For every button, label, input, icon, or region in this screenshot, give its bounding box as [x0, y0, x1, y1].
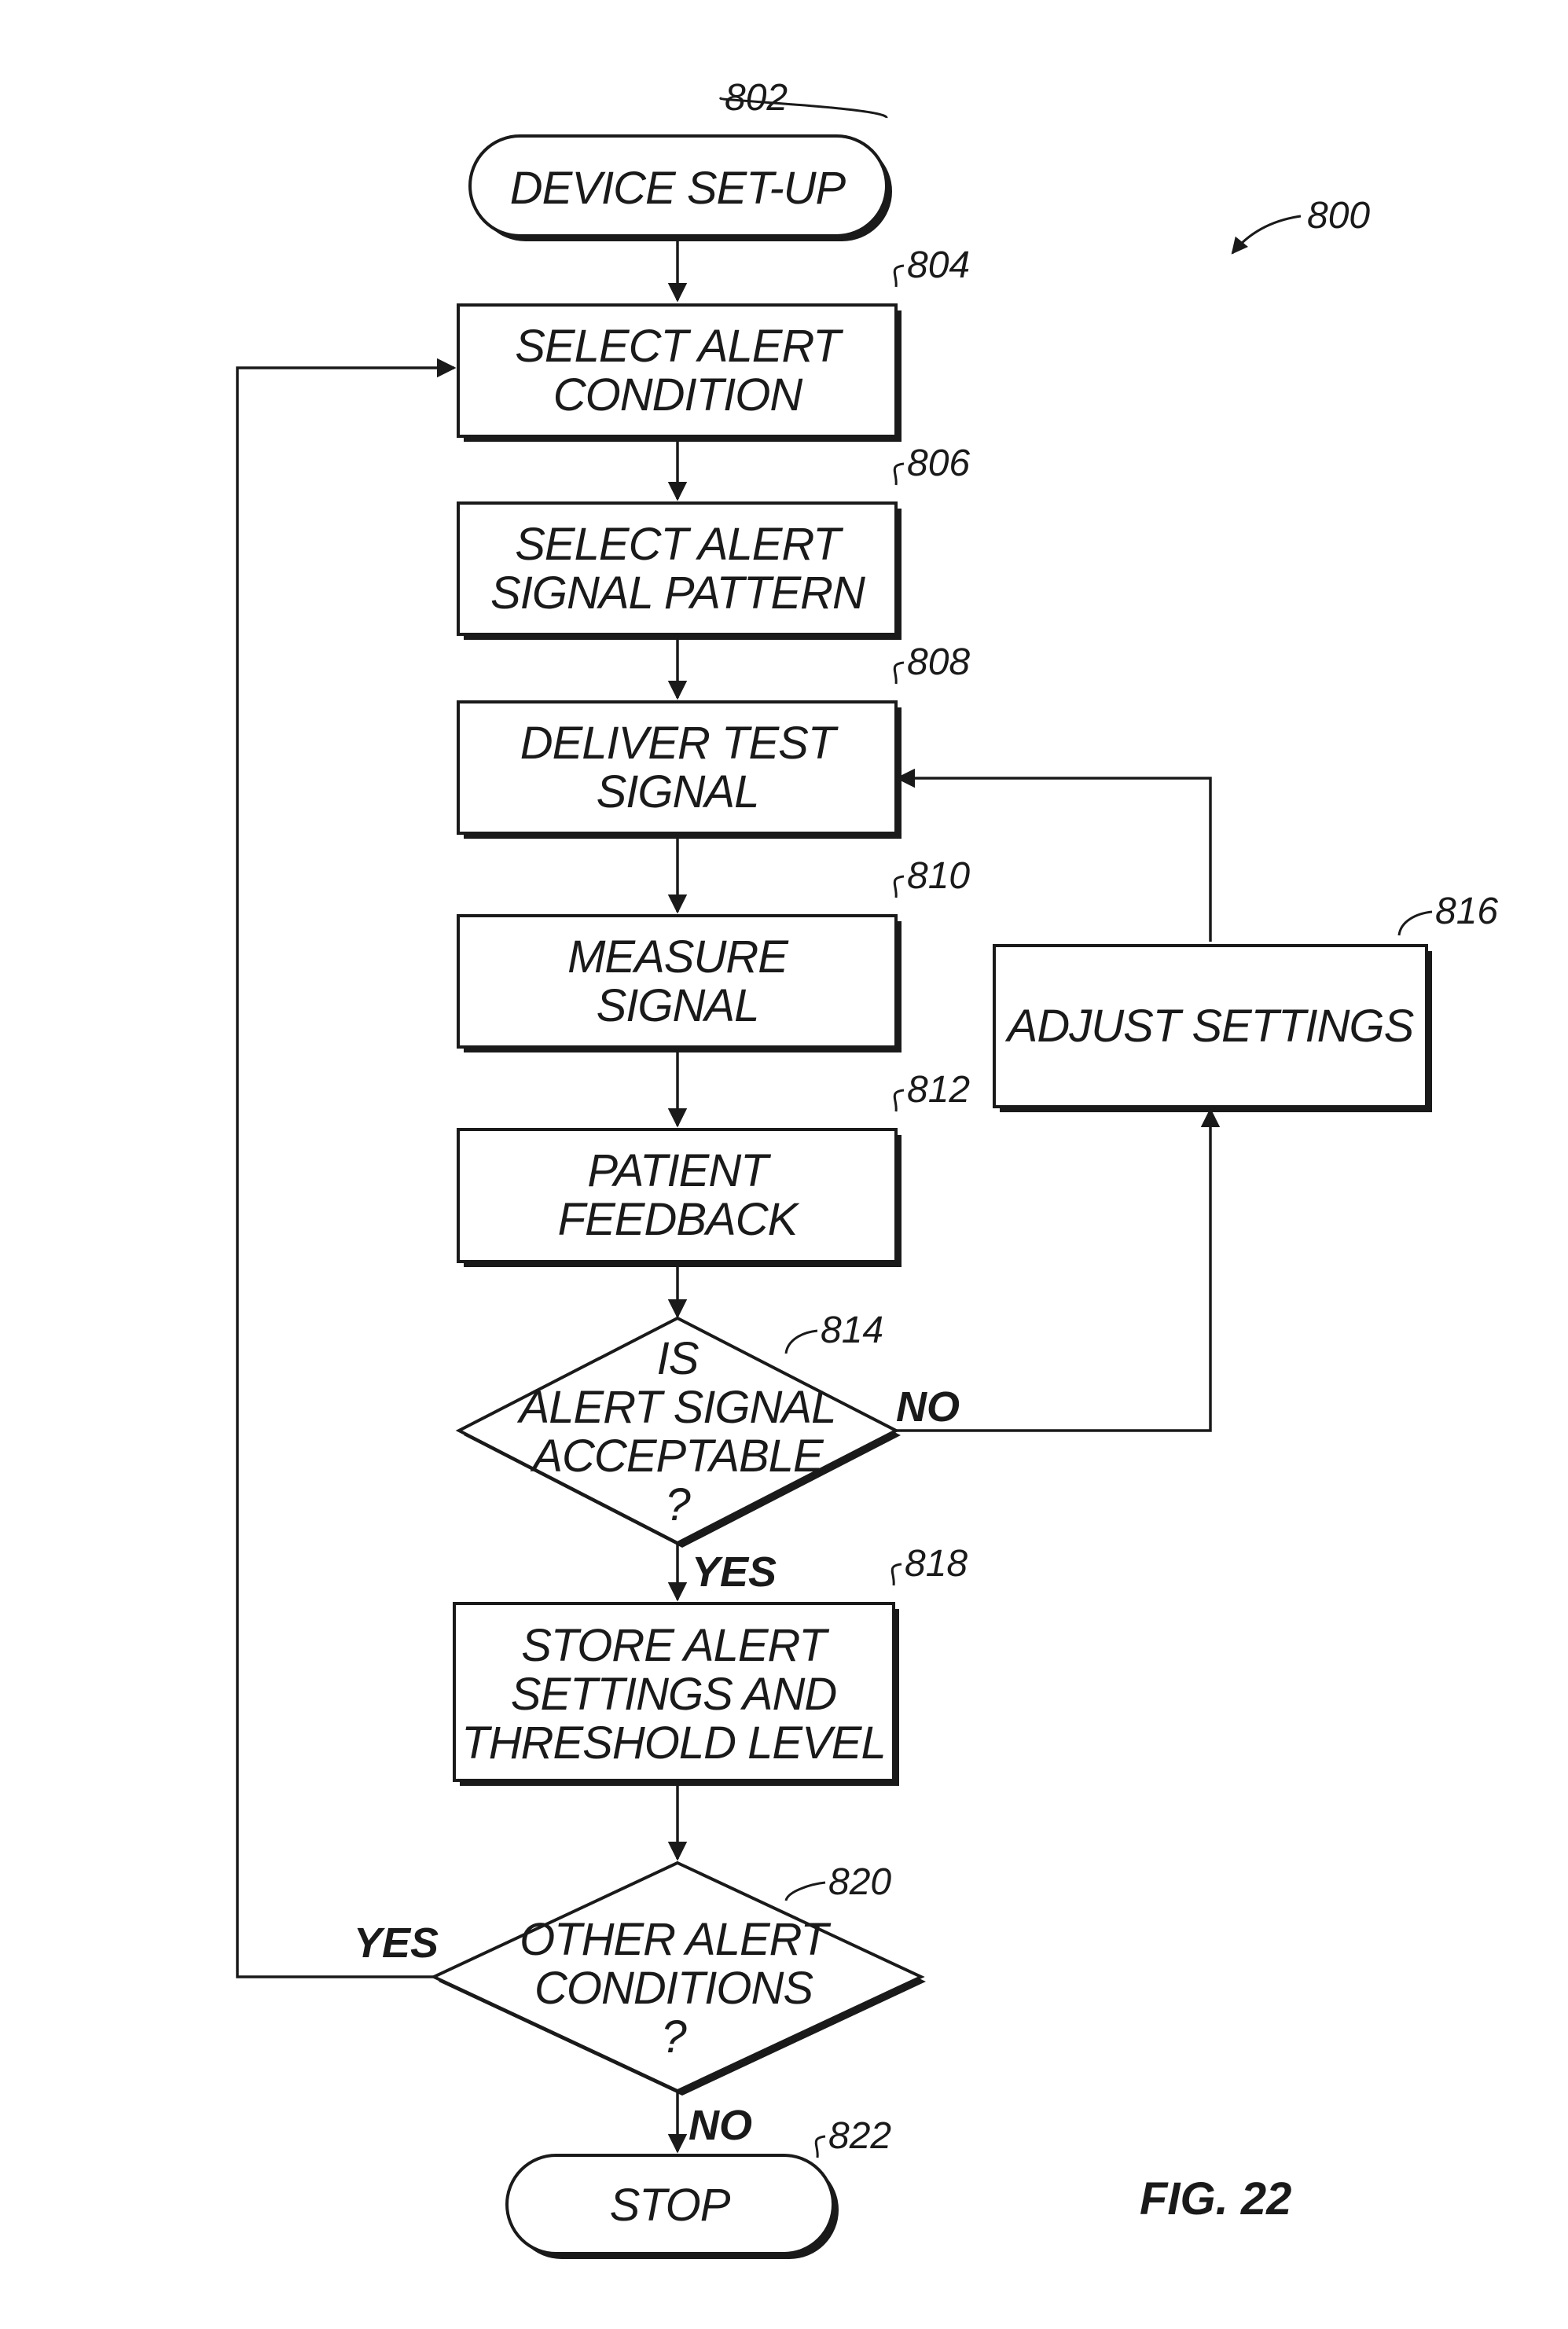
node-label-line: FEEDBACK: [558, 1194, 800, 1245]
node-reference-number: 818: [905, 1543, 968, 1585]
node-810: MEASURESIGNAL 810: [458, 855, 970, 1052]
reference-leader: [1399, 912, 1432, 935]
node-label-line: SETTINGS AND: [511, 1669, 837, 1720]
node-label-line: ALERT SIGNAL: [517, 1382, 836, 1433]
reference-leader: [786, 1331, 817, 1354]
node-label-line: ?: [665, 1479, 691, 1530]
node-reference-number: 820: [828, 1861, 891, 1903]
edge-814-816-no: [894, 1110, 1210, 1431]
reference-leader: [892, 1564, 902, 1585]
reference-leader: [894, 464, 904, 485]
node-label-line: STORE ALERT: [521, 1620, 829, 1671]
reference-leader: [786, 1883, 825, 1901]
reference-leader: [816, 2136, 825, 2158]
node-814: ISALERT SIGNALACCEPTABLE? 814: [459, 1310, 901, 1548]
reference-leader: [894, 266, 904, 287]
reference-leader: [894, 1090, 904, 1111]
reference-leader: [894, 663, 904, 684]
node-808: DELIVER TESTSIGNAL 808: [458, 641, 970, 839]
node-label-line: ACCEPTABLE: [530, 1431, 824, 1482]
node-reference-number: 810: [907, 855, 970, 897]
figure-label: FIG. 22: [1140, 2173, 1291, 2224]
node-reference-number: 812: [907, 1069, 970, 1111]
node-label-line: STOP: [610, 2180, 731, 2231]
node-label-line: DEVICE SET-UP: [510, 163, 846, 214]
node-label-line: IS: [657, 1333, 700, 1384]
node-label-line: SIGNAL PATTERN: [490, 568, 865, 619]
node-reference-number: 822: [828, 2115, 891, 2157]
node-804: SELECT ALERTCONDITION 804: [458, 244, 970, 442]
node-reference-number: 806: [907, 443, 970, 484]
node-label-line: CONDITIONS: [534, 1963, 813, 2014]
node-806: SELECT ALERTSIGNAL PATTERN 806: [458, 443, 970, 640]
node-label-line: SIGNAL: [597, 766, 759, 817]
edge-label-yes-814: YES: [692, 1548, 777, 1596]
nodes: DEVICE SET-UP802SELECT ALERTCONDITION804…: [434, 77, 1498, 2259]
node-label-line: SIGNAL: [597, 980, 759, 1031]
node-reference-number: 804: [907, 244, 970, 286]
node-812: PATIENTFEEDBACK 812: [458, 1069, 970, 1267]
node-820: OTHER ALERTCONDITIONS? 820: [434, 1861, 926, 2096]
edge-label-no-820: NO: [689, 2102, 752, 2149]
node-label-line: CONDITION: [553, 369, 803, 421]
node-label-line: PATIENT: [587, 1145, 771, 1196]
node-label-line: SELECT ALERT: [515, 519, 843, 570]
node-reference-number: 808: [907, 641, 970, 683]
node-reference-number: 816: [1435, 891, 1498, 932]
edge-label-yes-820: YES: [354, 1919, 439, 1967]
node-802: DEVICE SET-UP 802: [470, 77, 892, 241]
figure-ref-number: 800: [1307, 195, 1370, 237]
node-label-line: OTHER ALERT: [520, 1914, 831, 1965]
node-reference-number: 814: [821, 1310, 883, 1351]
node-reference-number: 802: [725, 77, 788, 119]
reference-leader: [894, 876, 904, 898]
figure-reference: 800: [1232, 195, 1370, 253]
node-816: ADJUST SETTINGS 816: [994, 891, 1498, 1112]
node-label-line: THRESHOLD LEVEL: [461, 1717, 885, 1769]
node-label-line: MEASURE: [567, 931, 789, 983]
node-label-line: SELECT ALERT: [515, 321, 843, 372]
node-label-line: ADJUST SETTINGS: [1005, 1001, 1415, 1052]
edge-820-804-yes: [237, 368, 454, 1977]
edge-label-no-814: NO: [896, 1383, 960, 1431]
node-label-line: DELIVER TEST: [520, 718, 839, 769]
node-label-line: ?: [661, 2011, 687, 2063]
